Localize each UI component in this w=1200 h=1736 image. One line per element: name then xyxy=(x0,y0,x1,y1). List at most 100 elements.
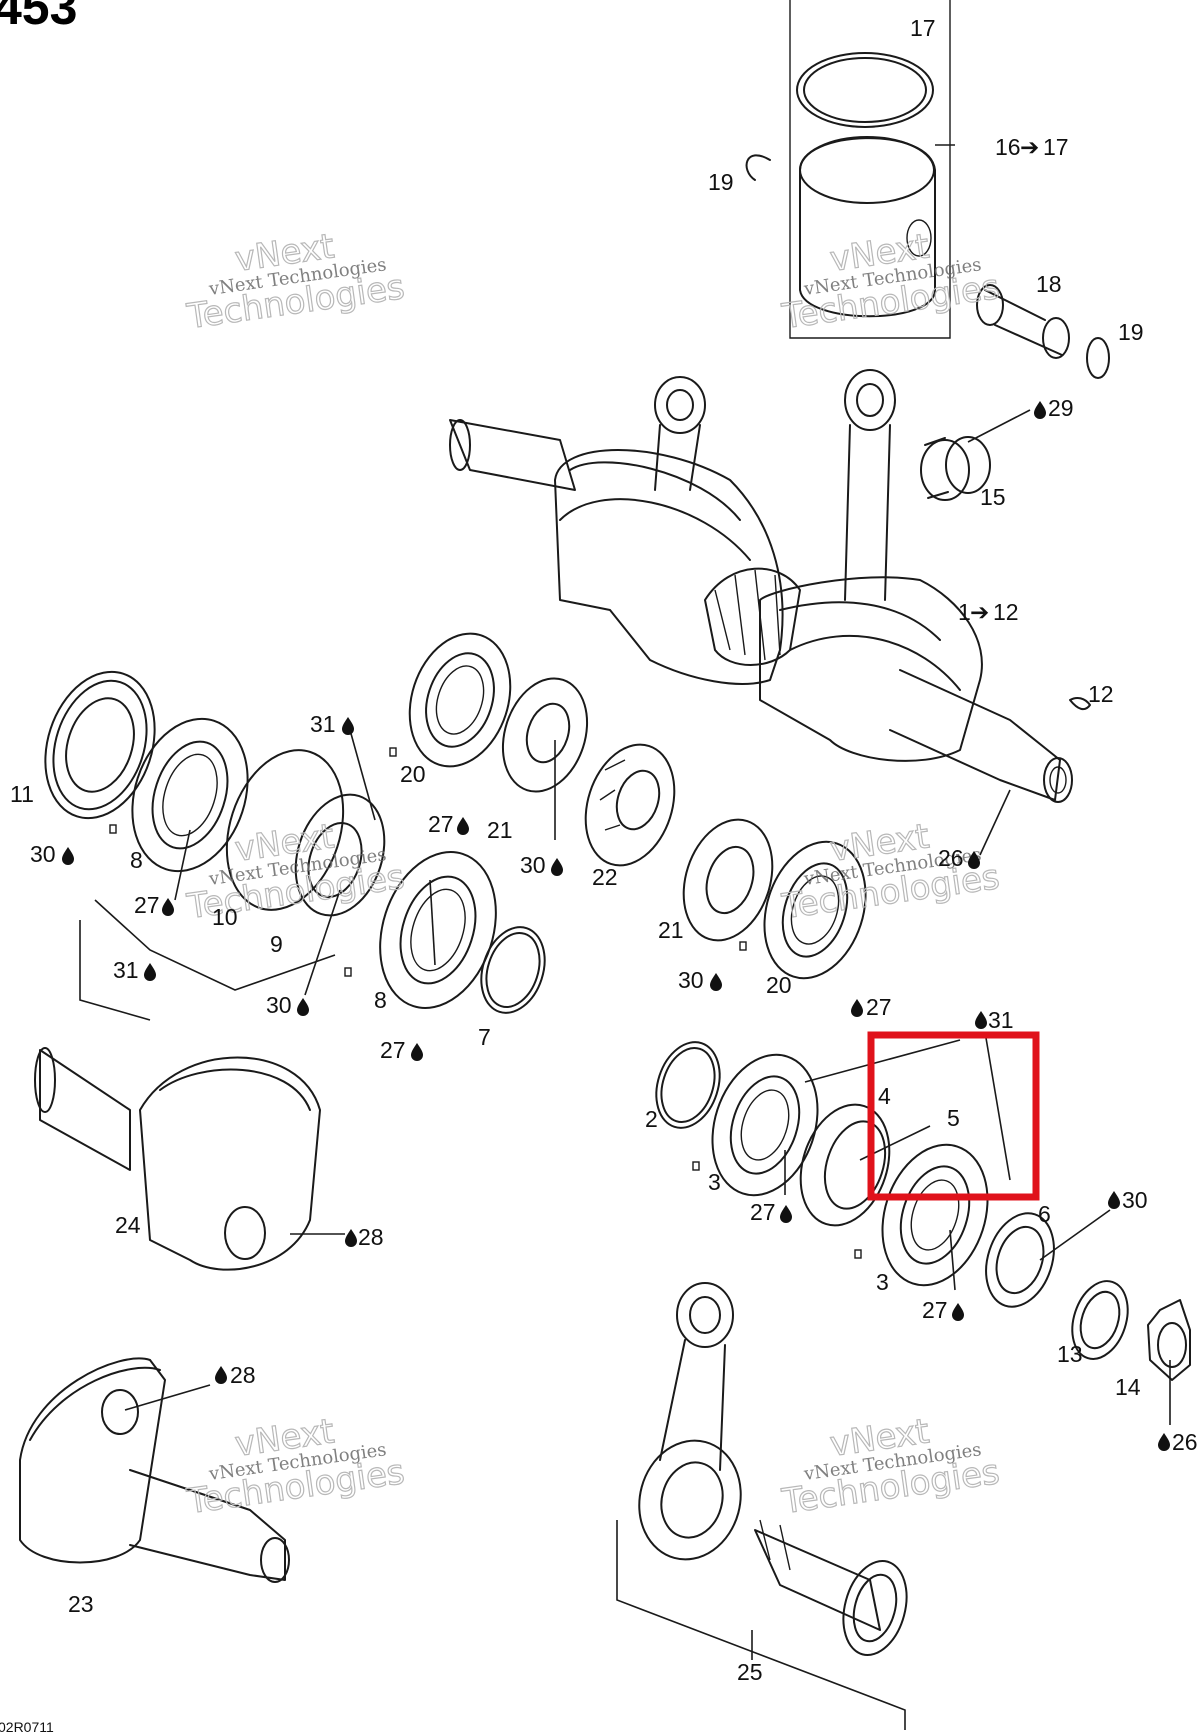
svg-text:12: 12 xyxy=(993,599,1019,625)
label-26b[interactable]: 26 xyxy=(1158,1429,1198,1455)
ball-bearing-20-27-right[interactable] xyxy=(748,829,883,992)
label-27a[interactable]: 27 xyxy=(134,892,174,918)
label-25[interactable]: 25 xyxy=(737,1659,763,1685)
label-30c[interactable]: 30 xyxy=(520,852,563,878)
label-19a[interactable]: 19 xyxy=(708,169,734,195)
svg-text:➔: ➔ xyxy=(1020,134,1039,160)
label-20b[interactable]: 20 xyxy=(766,972,792,998)
label-28a[interactable]: 28 xyxy=(345,1224,384,1250)
figure-code: 02R0711 xyxy=(0,1719,54,1735)
piston-pin-18[interactable] xyxy=(976,284,1070,359)
svg-text:31: 31 xyxy=(310,711,336,737)
label-27f[interactable]: 27 xyxy=(922,1297,964,1323)
svg-text:30: 30 xyxy=(1122,1187,1148,1213)
svg-text:27: 27 xyxy=(866,994,892,1020)
ring-7[interactable] xyxy=(471,919,555,1021)
label-13[interactable]: 13 xyxy=(1057,1341,1083,1367)
highlight-box xyxy=(867,1031,1040,1201)
label-30b[interactable]: 30 xyxy=(266,992,309,1018)
label-22[interactable]: 22 xyxy=(592,864,618,890)
diagram-title: 453 xyxy=(0,0,77,35)
label-27d[interactable]: 27 xyxy=(851,994,892,1020)
label-3a[interactable]: 3 xyxy=(708,1169,721,1195)
piston-ring-17[interactable] xyxy=(796,52,934,128)
svg-text:27: 27 xyxy=(428,811,454,837)
oil-seal-21-lower[interactable] xyxy=(669,808,787,952)
svg-text:26: 26 xyxy=(938,845,964,871)
label-21a[interactable]: 21 xyxy=(487,817,513,843)
svg-text:30: 30 xyxy=(520,852,546,878)
label-6[interactable]: 6 xyxy=(1038,1201,1051,1227)
label-31b[interactable]: 31 xyxy=(113,957,156,983)
callout-labels: 17 16 ➔ 17 19 18 19 29 15 1 ➔ 12 12 11 3… xyxy=(10,15,1198,1685)
label-10[interactable]: 10 xyxy=(212,904,238,930)
label-8b[interactable]: 8 xyxy=(374,987,387,1013)
label-27b[interactable]: 27 xyxy=(428,811,469,837)
svg-text:27: 27 xyxy=(750,1199,776,1225)
label-7[interactable]: 7 xyxy=(478,1024,491,1050)
label-26a[interactable]: 26 xyxy=(938,845,980,871)
svg-text:31: 31 xyxy=(988,1007,1014,1033)
label-31c[interactable]: 31 xyxy=(975,1007,1014,1033)
svg-text:28: 28 xyxy=(230,1362,256,1388)
connecting-rod-assembly-25[interactable] xyxy=(626,1282,916,1662)
label-30a[interactable]: 30 xyxy=(30,841,74,867)
crankshaft-assembly[interactable] xyxy=(449,369,1073,803)
label-23[interactable]: 23 xyxy=(68,1591,94,1617)
svg-text:30: 30 xyxy=(30,841,56,867)
label-2[interactable]: 2 xyxy=(645,1106,658,1132)
circlip-19a[interactable] xyxy=(745,154,771,181)
svg-text:29: 29 xyxy=(1048,395,1074,421)
label-31a[interactable]: 31 xyxy=(310,711,354,737)
label-18[interactable]: 18 xyxy=(1036,271,1062,297)
label-4[interactable]: 4 xyxy=(878,1083,891,1109)
svg-text:16: 16 xyxy=(995,134,1021,160)
label-27c[interactable]: 27 xyxy=(380,1037,423,1063)
ring-4[interactable] xyxy=(786,1093,904,1237)
ball-bearing-8-27-left[interactable] xyxy=(114,704,267,886)
label-5[interactable]: 5 xyxy=(947,1105,960,1131)
label-28b[interactable]: 28 xyxy=(215,1362,256,1388)
label-11[interactable]: 11 xyxy=(10,781,34,807)
shim-2[interactable] xyxy=(646,1034,730,1136)
seal-9[interactable] xyxy=(281,783,399,927)
label-12[interactable]: 12 xyxy=(1088,681,1114,707)
lock-washer-13[interactable] xyxy=(1063,1274,1137,1366)
spacer-ring-10[interactable] xyxy=(207,735,362,925)
label-8a[interactable]: 8 xyxy=(130,847,143,873)
label-16-17[interactable]: 16 ➔ 17 xyxy=(995,134,1069,160)
label-9[interactable]: 9 xyxy=(270,931,283,957)
needle-bearing-15[interactable] xyxy=(920,436,991,501)
woodruff-key-12[interactable] xyxy=(1069,696,1091,711)
seal-6[interactable] xyxy=(975,1204,1066,1315)
label-19b[interactable]: 19 xyxy=(1118,319,1144,345)
label-14[interactable]: 14 xyxy=(1115,1374,1141,1400)
label-21b[interactable]: 21 xyxy=(658,917,684,943)
ball-bearing-20-27-top[interactable] xyxy=(393,620,526,779)
label-30d[interactable]: 30 xyxy=(678,967,722,993)
svg-text:28: 28 xyxy=(358,1224,384,1250)
label-30e[interactable]: 30 xyxy=(1108,1187,1148,1213)
label-20a[interactable]: 20 xyxy=(400,761,426,787)
label-15[interactable]: 15 xyxy=(980,484,1006,510)
label-24[interactable]: 24 xyxy=(115,1212,141,1238)
gear-22[interactable] xyxy=(571,733,689,877)
svg-text:27: 27 xyxy=(922,1297,948,1323)
label-27e[interactable]: 27 xyxy=(750,1199,792,1225)
svg-text:30: 30 xyxy=(266,992,292,1018)
oil-seal-11[interactable] xyxy=(27,658,172,833)
label-29[interactable]: 29 xyxy=(1034,395,1074,421)
svg-text:31: 31 xyxy=(113,957,139,983)
crank-half-23[interactable] xyxy=(19,1357,290,1583)
label-17[interactable]: 17 xyxy=(910,15,936,41)
label-1-12[interactable]: 1 ➔ 12 xyxy=(958,599,1019,625)
circlip-19b[interactable] xyxy=(1086,337,1110,379)
oil-seal-21-top[interactable] xyxy=(489,667,601,802)
label-3b[interactable]: 3 xyxy=(876,1269,889,1295)
crank-half-24[interactable] xyxy=(34,1047,321,1271)
nut-14[interactable] xyxy=(1147,1299,1191,1381)
svg-text:27: 27 xyxy=(380,1037,406,1063)
ball-bearing-3-27-left[interactable] xyxy=(695,1041,835,1209)
right-bearing-row xyxy=(124,1031,1191,1425)
